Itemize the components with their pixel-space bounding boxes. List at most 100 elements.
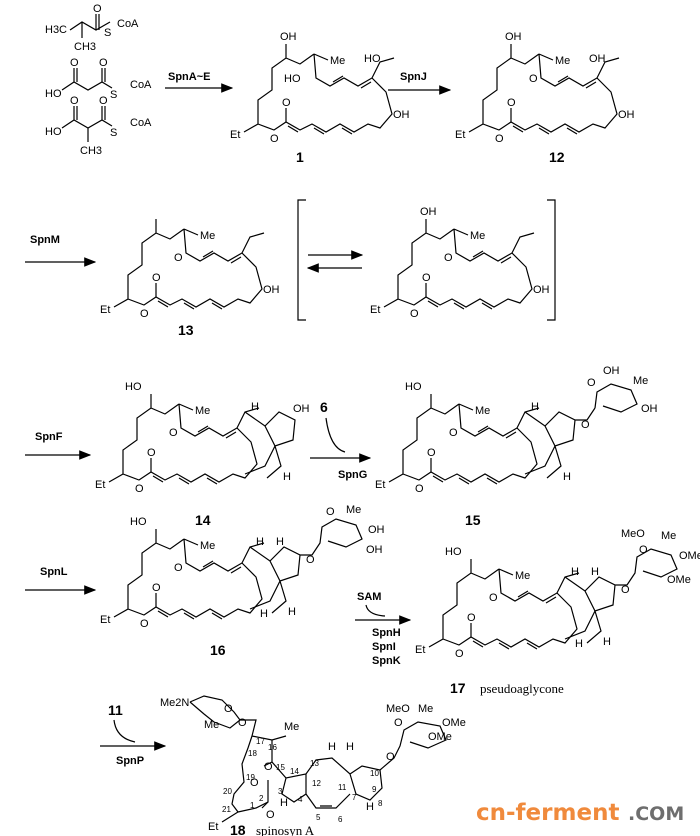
atom-label: SpnG xyxy=(338,469,367,481)
atom-label: O xyxy=(140,618,149,630)
atom-label: H xyxy=(366,801,374,813)
atom-label: H xyxy=(531,401,539,413)
atom-label: Et xyxy=(455,129,465,141)
atom-label: OH xyxy=(420,206,437,218)
step-spng: 6 SpnG xyxy=(310,399,372,481)
atom-label: O xyxy=(529,73,538,85)
atom-label: Me xyxy=(204,719,219,731)
step-methylation: SAM SpnH SpnI SpnK xyxy=(355,591,412,667)
atom-label: HO xyxy=(130,516,147,528)
atom-label: 17 xyxy=(450,680,466,696)
atom-label: SpnM xyxy=(30,234,60,246)
atom-label: Me xyxy=(418,703,433,715)
atom-label: H xyxy=(571,566,579,578)
atom-label: 21 xyxy=(222,805,231,814)
atom-label: O xyxy=(386,751,395,763)
malonyl-coa: O O HO S CoA xyxy=(45,57,152,101)
compound-18: Me2N O O Me Me O MeO O Me OMe OMe O H H … xyxy=(160,695,466,836)
atom-label: HO xyxy=(45,126,62,138)
atom-label: HO xyxy=(364,53,381,65)
atom-label: 13 xyxy=(178,322,194,338)
atom-label: 8 xyxy=(378,799,383,808)
atom-label: 14 xyxy=(290,767,299,776)
atom-label: S xyxy=(110,89,117,101)
atom-label: H xyxy=(256,536,264,548)
bond-path xyxy=(244,411,296,479)
atom-label: 19 xyxy=(246,773,255,782)
atom-label: H xyxy=(328,741,336,753)
atom-label: O xyxy=(169,427,178,439)
atom-label: H xyxy=(563,471,571,483)
atom-label: O xyxy=(581,419,590,431)
atom-label: Me xyxy=(515,570,530,582)
atom-label: H xyxy=(260,608,268,620)
atom-label: SpnJ xyxy=(400,71,427,83)
atom-label: SpnL xyxy=(40,566,68,578)
compound-14: HO Me O H OH H O O Et 14 xyxy=(95,381,310,528)
atom-label: O xyxy=(70,57,79,69)
bond-path xyxy=(297,199,556,321)
atom-label: 4 xyxy=(298,795,303,804)
atom-label: O xyxy=(135,483,144,495)
atom-label: O xyxy=(93,3,102,15)
atom-label: O xyxy=(507,97,516,109)
atom-label: OH xyxy=(589,53,606,65)
atom-label: HO xyxy=(45,88,62,100)
atom-label: H xyxy=(575,638,583,650)
atom-label: spinosyn A xyxy=(256,823,315,836)
atom-label: O xyxy=(152,582,161,594)
watermark: cn-ferment .COM xyxy=(476,800,684,826)
atom-label: SAM xyxy=(357,591,381,603)
atom-label: MeO xyxy=(386,703,410,715)
bond-path xyxy=(388,393,540,485)
bond-path xyxy=(61,106,113,142)
atom-label: O xyxy=(306,554,315,566)
atom-label: O xyxy=(270,133,279,145)
atom-label: 10 xyxy=(370,769,379,778)
atom-label: H xyxy=(276,536,284,548)
bond-path xyxy=(113,528,265,620)
step-spnf: SpnF xyxy=(25,431,92,460)
atom-label: OH xyxy=(393,109,410,121)
step-spnm: SpnM xyxy=(25,234,97,267)
compound-1: OH Me HO HO OH O O Et 1 xyxy=(230,31,410,165)
atom-label: O xyxy=(224,703,233,715)
atom-label: O xyxy=(174,252,183,264)
atom-label: O xyxy=(99,95,108,107)
bond-path xyxy=(61,68,113,91)
atom-label: OH xyxy=(366,544,383,556)
atom-label: HO xyxy=(284,73,301,85)
atom-label: 12 xyxy=(549,149,565,165)
atom-label: Et xyxy=(230,129,240,141)
atom-label: O xyxy=(266,809,275,821)
atom-label: CH3 xyxy=(80,145,102,157)
atom-label: S xyxy=(104,27,111,39)
atom-label: O xyxy=(444,252,453,264)
atom-label: Me xyxy=(633,375,648,387)
bond-path xyxy=(383,218,535,310)
atom-label: .COM xyxy=(628,803,684,825)
atom-label: 18 xyxy=(230,822,246,836)
atom-label: Et xyxy=(100,304,110,316)
atom-label: O xyxy=(394,717,403,729)
atom-label: Me2N xyxy=(160,697,189,709)
atom-label: OMe xyxy=(679,550,700,562)
intermediate: OH Me O OH O O Et xyxy=(370,206,550,320)
compound-15: HO Me O H O O Me OH OH H O O Et 15 xyxy=(375,365,658,528)
atom-label: Et xyxy=(95,479,105,491)
atom-label: Me xyxy=(555,55,570,67)
atom-label: SpnH xyxy=(372,627,401,639)
atom-label: 15 xyxy=(465,512,481,528)
atom-label: OH xyxy=(293,403,310,415)
atom-label: OH xyxy=(641,403,658,415)
bond-path xyxy=(113,218,265,310)
step-spnj: SpnJ xyxy=(388,71,452,95)
atom-label: OH xyxy=(533,284,550,296)
atom-label: Me xyxy=(475,405,490,417)
atom-label: 16 xyxy=(268,743,277,752)
atom-label: 1 xyxy=(296,149,304,165)
atom-label: 6 xyxy=(338,815,343,824)
atom-label: HO xyxy=(125,381,142,393)
atom-label: O xyxy=(422,272,431,284)
